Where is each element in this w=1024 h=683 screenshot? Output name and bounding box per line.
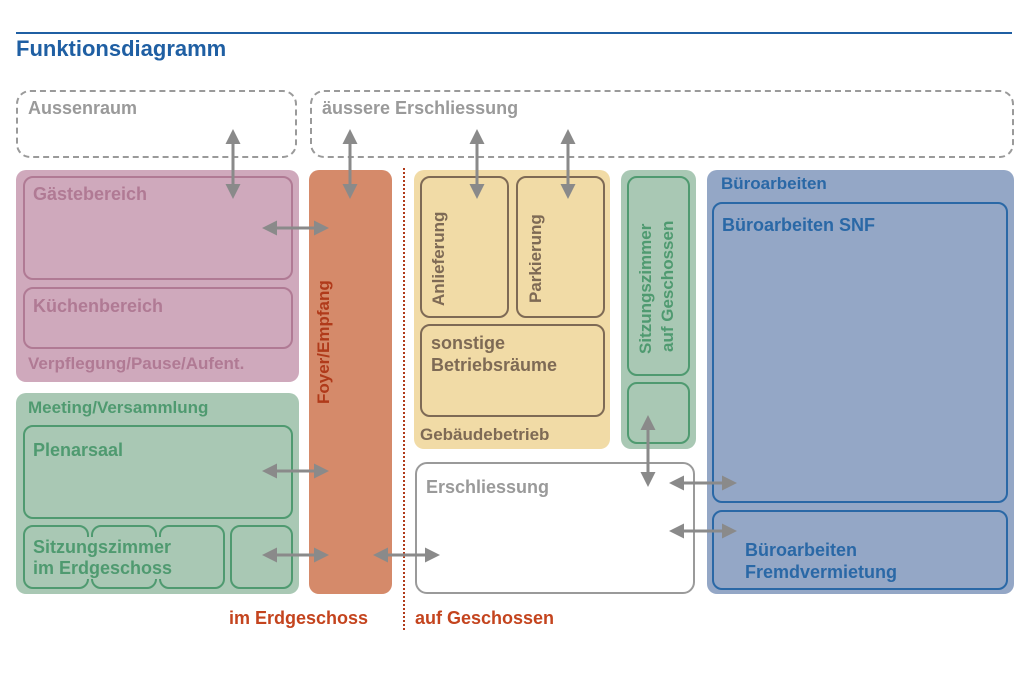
box-fremdvermietung — [712, 510, 1008, 590]
zone-bueroarbeiten — [707, 170, 1014, 594]
label-fremdvermietung-1: Büroarbeiten — [745, 540, 858, 560]
label-fremdvermietung-2: Fremdvermietung — [745, 562, 898, 582]
label-im-erdgeschoss: im Erdgeschoss — [229, 608, 369, 628]
box-sitzungszimmer-og-2 — [627, 382, 690, 444]
box-sitzungszimmer-og-1 — [627, 176, 690, 376]
label-sitzungszimmer-eg-2: im Erdgeschoss — [33, 558, 173, 579]
label-gaestebereich: Gästebereich — [33, 184, 148, 204]
zone-gebaeudebetrieb — [414, 170, 610, 449]
label-meeting: Meeting/Versammlung — [28, 398, 209, 417]
floor-divider — [403, 168, 405, 630]
label-betriebsraeume-1: sonstige — [431, 333, 506, 353]
label-bueroarbeiten-snf: Büroarbeiten SNF — [722, 215, 876, 235]
box-kuechenbereich — [23, 287, 293, 349]
label-auf-geschossen: auf Geschossen — [415, 608, 555, 628]
zone-sitzungszimmer-og — [621, 170, 696, 449]
zone-aeussere-erschliessung — [310, 90, 1014, 158]
label-betriebsraeume-2: Betriebsräume — [431, 355, 558, 375]
box-betriebsraeume — [420, 324, 605, 417]
label-sitzungszimmer-eg-1: Sitzungszimmer — [33, 537, 172, 558]
box-bueroarbeiten-snf — [712, 202, 1008, 503]
label-verpflegung: Verpflegung/Pause/Aufent. — [28, 354, 245, 373]
box-anlieferung — [420, 176, 509, 318]
label-bueroarbeiten: Büroarbeiten — [721, 174, 827, 193]
label-aussenraum: Aussenraum — [28, 98, 138, 118]
zone-verpflegung — [16, 170, 299, 382]
diagram-title: Funktionsdiagramm — [16, 36, 227, 61]
title-rule — [16, 32, 1012, 34]
label-gebaeudebetrieb: Gebäudebetrieb — [420, 425, 550, 444]
zone-foyer — [309, 170, 392, 594]
label-plenarsaal: Plenarsaal — [33, 440, 124, 460]
zone-aussenraum — [16, 90, 297, 158]
label-aeussere-erschliessung: äussere Erschliessung — [322, 98, 519, 118]
label-erschliessung: Erschliessung — [426, 477, 550, 497]
label-kuechenbereich: Küchenbereich — [33, 296, 164, 316]
